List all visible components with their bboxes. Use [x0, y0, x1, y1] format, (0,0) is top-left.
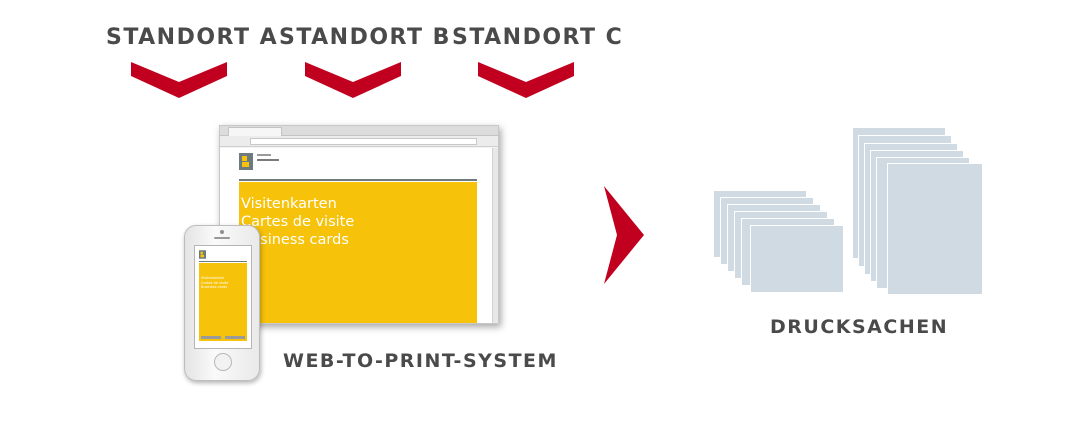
banner-line: Business cards — [201, 285, 228, 289]
site-divider — [239, 179, 477, 181]
location-label-b: STANDORT B — [279, 25, 451, 50]
website-content — [220, 148, 496, 323]
banner-line: Business cards — [241, 232, 349, 248]
b-logo-icon — [239, 153, 253, 170]
site-banner-text: Visitenkarten Cartes de visite Business … — [241, 195, 354, 249]
output-label: DRUCKSACHEN — [770, 316, 949, 338]
phone-camera — [220, 230, 224, 234]
phone-home-button — [214, 353, 232, 371]
site-logo-text — [257, 159, 279, 161]
banner-line: Cartes de visite — [241, 214, 355, 230]
phone-screen: Visitenkarten Cartes de visite Business … — [194, 245, 252, 349]
system-label: WEB-TO-PRINT-SYSTEM — [283, 350, 558, 372]
location-label-a: STANDORT A — [106, 25, 279, 50]
chevron-down-icon — [305, 62, 401, 98]
phone-banner-text: Visitenkarten Cartes de visite Business … — [201, 276, 228, 290]
browser-tab-strip — [220, 126, 498, 136]
browser-scrollbar — [492, 148, 498, 323]
phone-button — [225, 336, 245, 339]
browser-mockup — [219, 125, 499, 324]
browser-address-bar — [220, 136, 498, 147]
chevron-down-icon — [131, 62, 227, 98]
browser-tab — [228, 127, 282, 136]
chevron-down-icon — [478, 62, 574, 98]
banner-line: Visitenkarten — [241, 196, 337, 212]
banner-line: Cartes de visite — [201, 280, 229, 285]
chevron-right-icon — [604, 186, 644, 284]
banner-line: Visitenkarten — [201, 276, 225, 280]
print-sheet — [750, 225, 844, 293]
phone-speaker — [214, 237, 230, 239]
phone-mockup: Visitenkarten Cartes de visite Business … — [184, 225, 260, 381]
phone-divider — [199, 261, 247, 262]
phone-banner — [199, 263, 247, 341]
print-sheet — [887, 163, 983, 295]
location-label-c: STANDORT C — [452, 25, 624, 50]
browser-url-field — [250, 138, 477, 145]
phone-button — [201, 336, 221, 339]
site-logo-text — [257, 154, 271, 156]
b-logo-icon — [199, 250, 206, 259]
site-banner — [239, 182, 477, 323]
